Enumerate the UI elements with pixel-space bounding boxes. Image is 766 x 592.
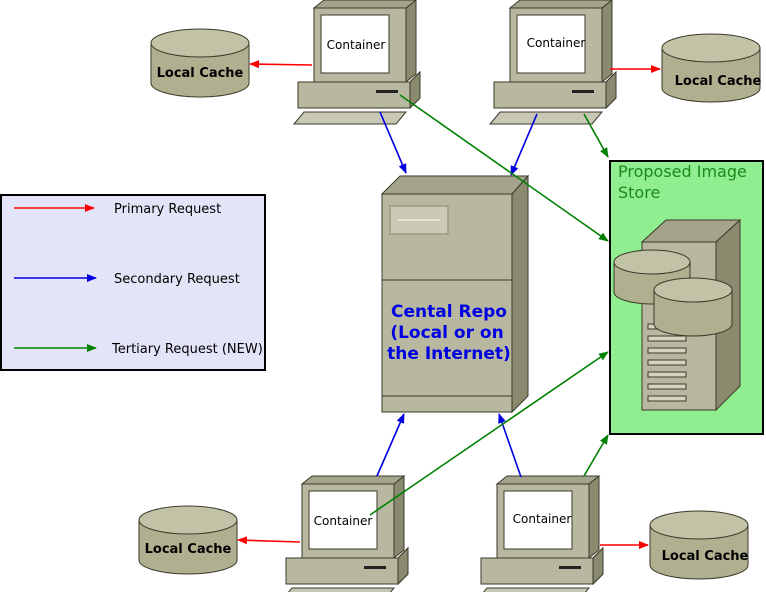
tertiary-request-arrow xyxy=(369,351,609,516)
central-repo-label-line3: the Internet) xyxy=(387,344,511,364)
container-workstation: Container xyxy=(476,475,604,592)
cache-disk-icon xyxy=(661,33,761,103)
computer-icon xyxy=(489,0,617,125)
local-cache-label: Local Cache xyxy=(675,74,762,89)
tertiary-request-arrow xyxy=(399,94,609,242)
tertiary-request-arrow xyxy=(583,434,609,477)
tertiary-request-arrow xyxy=(583,113,609,158)
disk-stack-icon xyxy=(653,277,733,337)
container-label: Container xyxy=(314,514,373,528)
local-cache: Local Cache xyxy=(649,510,749,580)
legend-box xyxy=(0,194,266,371)
legend: Primary Request Secondary Request Tertia… xyxy=(0,194,266,371)
computer-icon xyxy=(293,0,421,125)
local-cache: Local Cache xyxy=(138,505,238,575)
secondary-request-arrow xyxy=(379,111,407,174)
container-label: Container xyxy=(527,36,586,50)
cache-disk-icon xyxy=(138,505,238,575)
legend-tertiary-label: Tertiary Request (NEW) xyxy=(111,342,263,357)
local-cache-label: Local Cache xyxy=(145,542,232,557)
local-cache: Local Cache xyxy=(661,33,762,103)
cache-disk-icon xyxy=(649,510,749,580)
storage-server-icon xyxy=(613,218,742,412)
secondary-request-arrow xyxy=(376,413,405,477)
legend-primary-label: Primary Request xyxy=(114,202,221,217)
image-store-title-line2: Store xyxy=(618,183,660,202)
local-cache-label: Local Cache xyxy=(157,66,244,81)
central-repo-label-line1: Cental Repo xyxy=(391,302,507,322)
primary-request-arrow xyxy=(237,536,301,545)
cache-disk-icon xyxy=(150,28,250,98)
image-store: Proposed Image Store xyxy=(609,160,764,435)
image-store-title-line1: Proposed Image xyxy=(618,162,747,181)
request-arrows xyxy=(237,60,661,549)
computer-icon xyxy=(476,475,604,592)
primary-request-arrow xyxy=(249,60,313,69)
container-label: Container xyxy=(327,38,386,52)
central-repo-server: Cental Repo (Local or on the Internet) xyxy=(380,174,530,414)
computer-icon xyxy=(281,475,409,592)
central-repo-label-line2: (Local or on xyxy=(390,323,503,343)
local-cache: Local Cache xyxy=(150,28,250,98)
container-workstation: Container xyxy=(281,475,409,592)
legend-secondary-label: Secondary Request xyxy=(114,272,240,287)
secondary-request-arrow xyxy=(510,113,538,176)
container-workstation: Container xyxy=(293,0,421,125)
container-workstation: Container xyxy=(489,0,617,125)
container-label: Container xyxy=(513,512,572,526)
local-cache-label: Local Cache xyxy=(662,549,749,564)
